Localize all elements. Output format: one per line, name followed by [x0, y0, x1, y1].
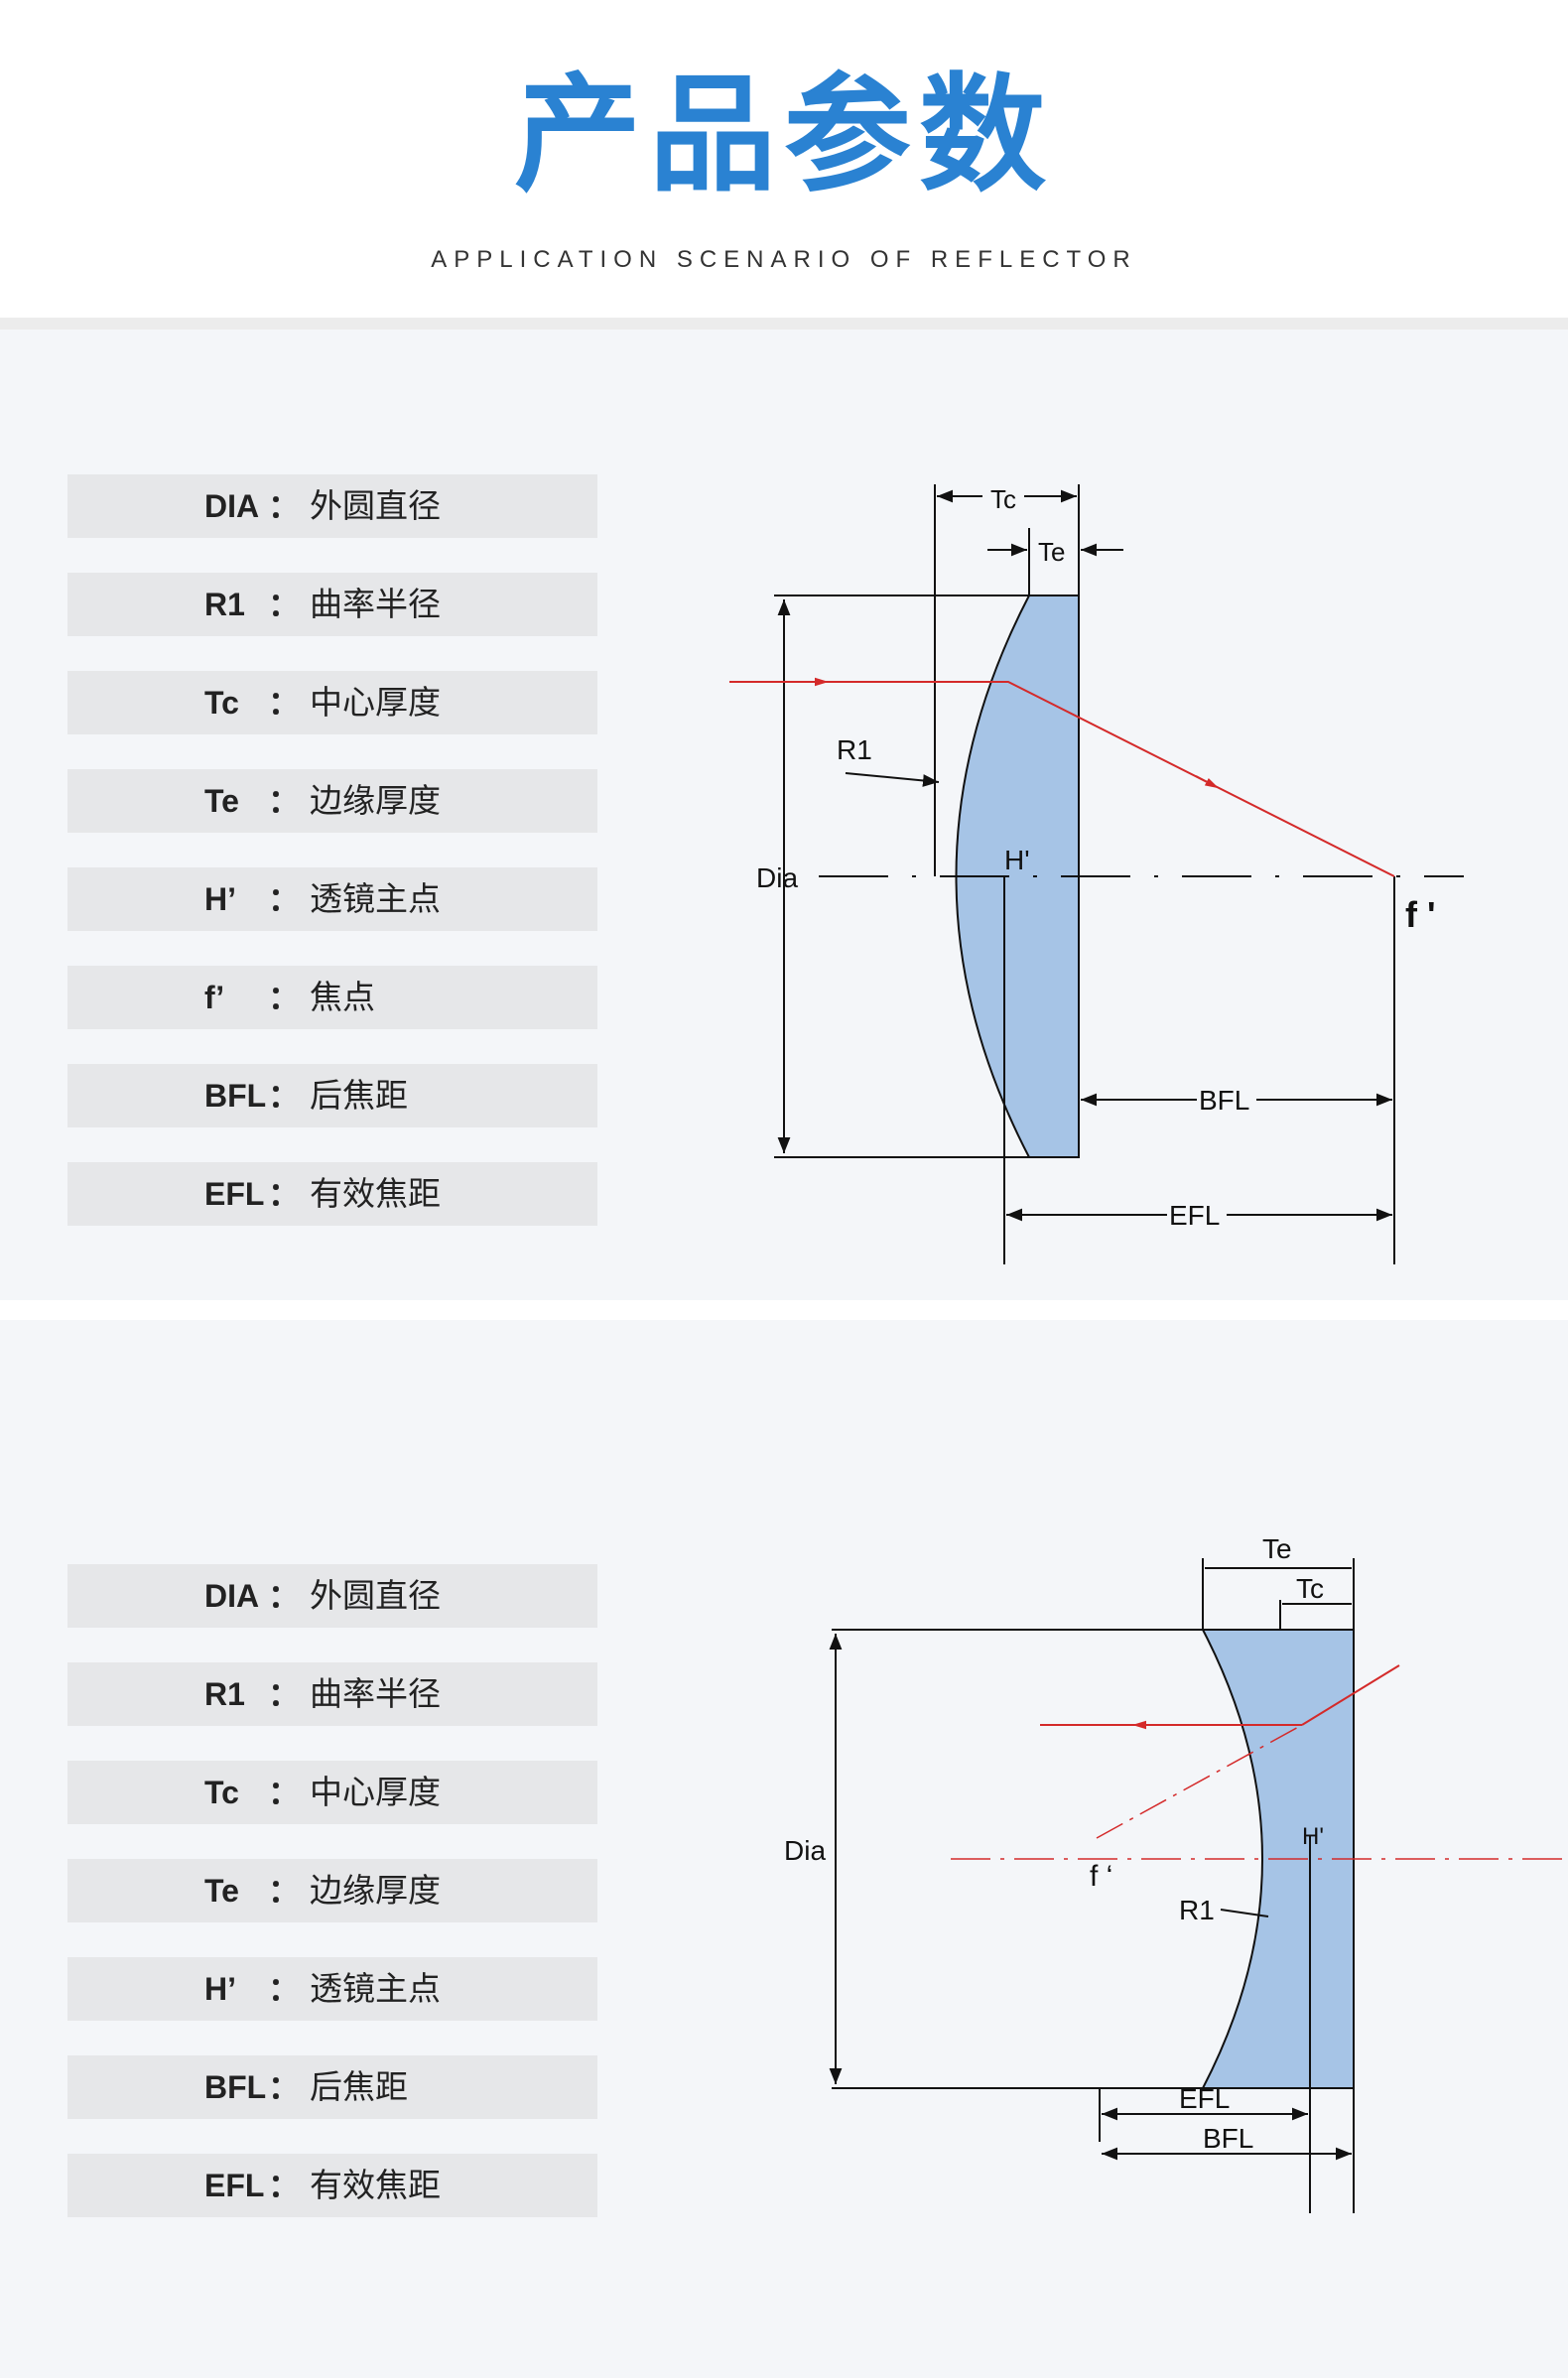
- param-desc: 后焦距: [310, 2067, 408, 2106]
- param-desc: 曲率半径: [310, 585, 441, 623]
- plano-convex-panel: DIA：外圆直径 R1：曲率半径 Tc：中心厚度 Te：边缘厚度 H’：透镜主点…: [0, 330, 1568, 1300]
- param-colon: ：: [268, 1774, 301, 1811]
- param-desc: 有效焦距: [310, 2166, 441, 2204]
- param-row: R1 ：曲率半径: [67, 1662, 597, 1726]
- plano-convex-diagram: Dia Tc Te R1 H' f ' BFL EFL: [729, 480, 1464, 1264]
- page-title: 产品参数: [513, 62, 1054, 209]
- param-desc: 外圆直径: [310, 486, 441, 525]
- param-colon: ：: [268, 2068, 301, 2106]
- r1-label: R1: [837, 734, 872, 765]
- r1-leader: [1220, 1909, 1269, 1917]
- param-colon: ：: [268, 1970, 301, 2008]
- param-row: Te ：边缘厚度: [67, 1859, 597, 1922]
- bfl-label: BFL: [1203, 2123, 1253, 2154]
- param-code: EFL: [204, 1176, 265, 1212]
- dia-label: Dia: [784, 1835, 826, 1866]
- page-subtitle: APPLICATION SCENARIO OF REFLECTOR: [431, 246, 1137, 273]
- virtual-ray: [1096, 1724, 1303, 1839]
- header-divider: [0, 318, 1568, 330]
- param-list-1: DIA：外圆直径 R1：曲率半径 Tc：中心厚度 Te：边缘厚度 H’：透镜主点…: [67, 474, 597, 1260]
- r1-leader: [845, 772, 940, 787]
- param-colon: ：: [268, 1175, 301, 1213]
- param-row: EFL：有效焦距: [67, 1162, 597, 1226]
- param-row: Tc ：中心厚度: [67, 671, 597, 734]
- efl-label-bg: [1167, 1199, 1227, 1231]
- dia-label: Dia: [756, 862, 798, 893]
- plano-concave-panel: DIA：外圆直径 R1：曲率半径 Tc：中心厚度 Te：边缘厚度 H’：透镜主点…: [0, 1320, 1568, 2378]
- param-desc: 外圆直径: [310, 1576, 441, 1615]
- tc-label: Tc: [1296, 1573, 1324, 1604]
- param-code: f’: [204, 980, 225, 1015]
- ray-direction-arrow: [1195, 775, 1220, 789]
- page-header: 产品参数 APPLICATION SCENARIO OF REFLECTOR: [0, 0, 1568, 318]
- param-row: f’ ：焦点: [67, 966, 597, 1029]
- bfl-label: BFL: [1199, 1085, 1249, 1116]
- param-colon: ：: [268, 1872, 301, 1910]
- tc-label-bg: [982, 480, 1024, 512]
- param-colon: ：: [268, 979, 301, 1016]
- param-desc: 曲率半径: [310, 1674, 441, 1713]
- param-colon: ：: [268, 487, 301, 525]
- param-desc: 后焦距: [310, 1076, 408, 1115]
- section-gap: [0, 1300, 1568, 1320]
- param-code: Te: [204, 1873, 239, 1909]
- tc-label: Tc: [990, 484, 1016, 514]
- param-code: DIA: [204, 1578, 260, 1614]
- param-code: R1: [204, 1676, 245, 1712]
- param-desc: 透镜主点: [310, 1969, 441, 2008]
- param-row: DIA：外圆直径: [67, 1564, 597, 1628]
- param-desc: 边缘厚度: [310, 1871, 441, 1910]
- param-code: Te: [204, 783, 239, 819]
- plano-concave-diagram: Dia Te Tc H' f ‘ R1 EFL BFL: [784, 1533, 1563, 2213]
- param-desc: 中心厚度: [310, 683, 441, 722]
- param-desc: 有效焦距: [310, 1174, 441, 1213]
- param-row: H’ ：透镜主点: [67, 867, 597, 931]
- te-label: Te: [1262, 1533, 1292, 1564]
- param-row: R1 ：曲率半径: [67, 573, 597, 636]
- te-label: Te: [1038, 537, 1065, 567]
- param-desc: 中心厚度: [310, 1773, 441, 1811]
- param-code: Tc: [204, 685, 239, 721]
- param-colon: ：: [268, 880, 301, 918]
- param-colon: ：: [268, 782, 301, 820]
- refracted-ray: [1301, 1664, 1400, 1726]
- param-colon: ：: [268, 1675, 301, 1713]
- param-code: R1: [204, 587, 245, 622]
- param-code: H’: [204, 1971, 236, 2007]
- h-label: H': [1302, 1823, 1324, 1850]
- convex-lens-shape: [955, 594, 1080, 1158]
- param-colon: ：: [268, 684, 301, 722]
- param-desc: 透镜主点: [310, 879, 441, 918]
- efl-label: EFL: [1169, 1200, 1220, 1231]
- param-code: Tc: [204, 1775, 239, 1810]
- param-desc: 焦点: [310, 978, 375, 1016]
- param-row: BFL：后焦距: [67, 2055, 597, 2119]
- h-label: H': [1004, 845, 1030, 875]
- param-row: Tc ：中心厚度: [67, 1761, 597, 1824]
- param-list-2: DIA：外圆直径 R1：曲率半径 Tc：中心厚度 Te：边缘厚度 H’：透镜主点…: [67, 1564, 597, 2252]
- param-code: BFL: [204, 2069, 267, 2105]
- param-code: EFL: [204, 2168, 265, 2203]
- bfl-label-bg: [1197, 1084, 1256, 1116]
- bottom-extension-line: [832, 2087, 1101, 2142]
- param-code: BFL: [204, 1078, 267, 1114]
- param-code: DIA: [204, 488, 260, 524]
- param-colon: ：: [268, 1577, 301, 1615]
- param-colon: ：: [268, 1077, 301, 1115]
- param-row: H’ ：透镜主点: [67, 1957, 597, 2021]
- param-row: DIA：外圆直径: [67, 474, 597, 538]
- param-colon: ：: [268, 2167, 301, 2204]
- param-colon: ：: [268, 586, 301, 623]
- param-row: Te ：边缘厚度: [67, 769, 597, 833]
- param-code: H’: [204, 881, 236, 917]
- f-label: f ‘: [1090, 1860, 1112, 1893]
- param-desc: 边缘厚度: [310, 781, 441, 820]
- f-label: f ': [1405, 894, 1436, 935]
- r1-label: R1: [1179, 1895, 1215, 1925]
- param-row: EFL：有效焦距: [67, 2154, 597, 2217]
- param-row: BFL：后焦距: [67, 1064, 597, 1127]
- efl-label: EFL: [1179, 2083, 1230, 2114]
